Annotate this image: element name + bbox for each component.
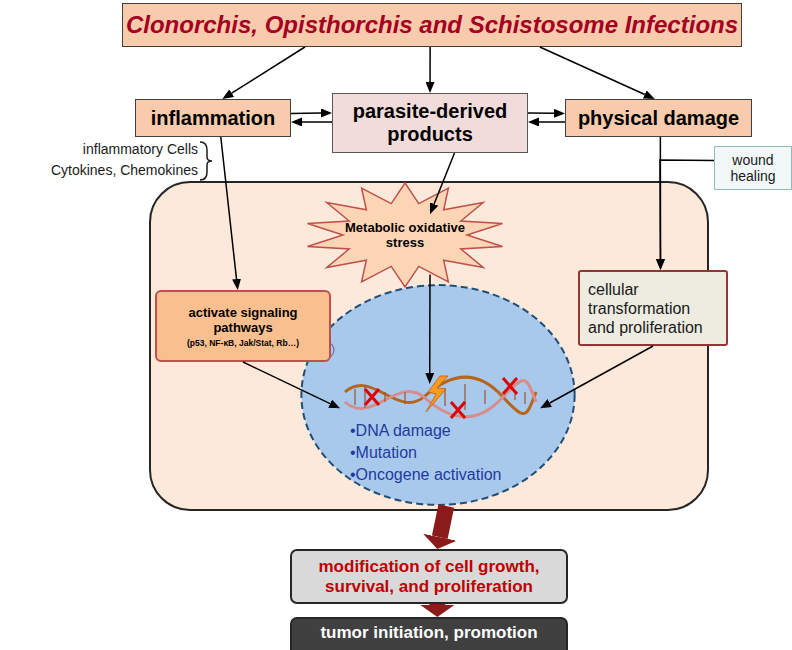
curly-bracket bbox=[200, 142, 212, 180]
starburst-shape: Metabolic oxidative stress bbox=[305, 183, 505, 287]
arrow-connector bbox=[660, 137, 662, 259]
process-box: cellular transformation and proliferatio… bbox=[578, 270, 728, 346]
node-text: Metabolic oxidative stress bbox=[345, 220, 465, 250]
nucleus-ellipse: •DNA damage•Mutation•Oncogene activation bbox=[300, 284, 576, 506]
nucleus-outline bbox=[301, 285, 574, 505]
node-content: Metabolic oxidative stress bbox=[305, 183, 505, 287]
node-text: tumor initiation, promotion bbox=[320, 623, 537, 643]
node-text: (p53, NF-κB, Jak/Stat, Rb…) bbox=[187, 338, 299, 348]
node-content: wound healing bbox=[715, 147, 791, 189]
infection-header-box: Clonorchis, Opisthorchis and Schistosome… bbox=[122, 3, 742, 47]
node-text: •Oncogene activation bbox=[350, 464, 501, 486]
node-text: •Mutation bbox=[350, 442, 417, 464]
arrow-connector bbox=[221, 137, 237, 279]
process-box: activate signaling pathways (p53, NF-κB, … bbox=[155, 290, 331, 362]
arrow-connector bbox=[232, 47, 305, 93]
node-text: Clonorchis, Opisthorchis and Schistosome… bbox=[126, 11, 738, 39]
note-box: wound healing bbox=[714, 146, 792, 190]
node-content: activate signaling pathways (p53, NF-κB, … bbox=[157, 292, 329, 360]
arrow-connector bbox=[429, 47, 431, 82]
arrow-connector bbox=[302, 121, 332, 123]
node-content: cellular transformation and proliferatio… bbox=[580, 272, 726, 344]
node-content: inflammation bbox=[136, 100, 290, 136]
block-arrow bbox=[429, 604, 445, 605]
annotation-label: inflammatory Cells bbox=[83, 141, 198, 157]
arrow-connector bbox=[660, 160, 714, 259]
process-box: physical damage bbox=[565, 99, 752, 137]
block-arrow bbox=[440, 506, 446, 537]
process-box: inflammation bbox=[135, 99, 291, 137]
arrow-connector bbox=[291, 112, 321, 114]
node-content: physical damage bbox=[566, 100, 751, 136]
node-text: cellular transformation and proliferatio… bbox=[588, 280, 718, 337]
node-content: parasite-derived products bbox=[333, 94, 527, 152]
node-content: tumor initiation, promotion bbox=[292, 619, 566, 650]
node-text: physical damage bbox=[578, 107, 739, 130]
arrow-connector bbox=[540, 47, 645, 94]
process-box: modification of cell growth, survival, a… bbox=[290, 549, 568, 604]
arrow-connector bbox=[539, 121, 565, 123]
node-text: modification of cell growth, survival, a… bbox=[292, 557, 566, 597]
node-content: •DNA damage•Mutation•Oncogene activation bbox=[300, 284, 576, 506]
node-text: inflammation bbox=[151, 107, 275, 130]
node-text: activate signaling pathways bbox=[157, 305, 329, 335]
result-box: tumor initiation, promotion bbox=[290, 617, 568, 650]
cell-outline bbox=[150, 182, 708, 510]
node-content: modification of cell growth, survival, a… bbox=[292, 551, 566, 602]
node-text: parasite-derived products bbox=[333, 100, 527, 146]
annotation-label: Cytokines, Chemokines bbox=[51, 162, 198, 178]
arrow-connector bbox=[528, 112, 554, 114]
process-box: parasite-derived products bbox=[332, 93, 528, 153]
node-text: •DNA damage bbox=[350, 420, 451, 442]
starburst-outline bbox=[308, 183, 503, 287]
node-text: wound healing bbox=[715, 152, 791, 184]
node-content: Clonorchis, Opisthorchis and Schistosome… bbox=[123, 4, 741, 46]
